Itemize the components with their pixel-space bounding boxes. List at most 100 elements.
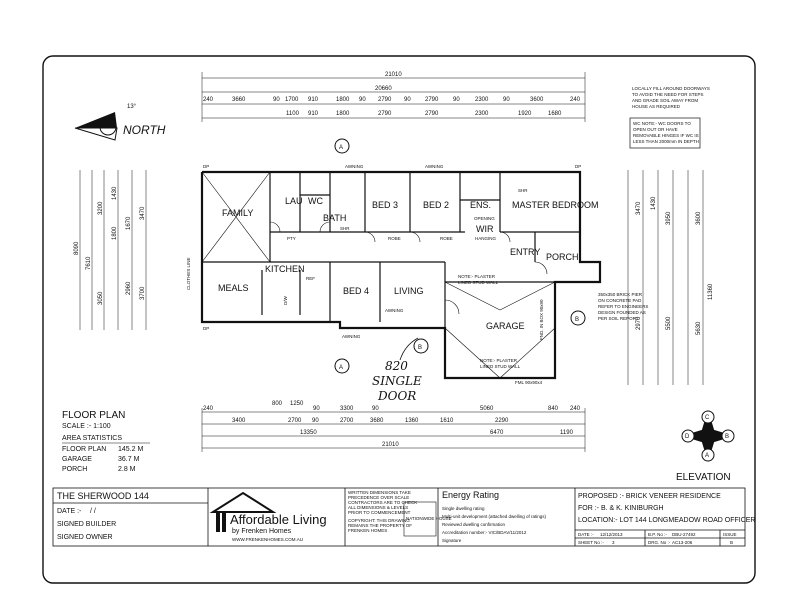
dim: 3700 [140, 286, 146, 300]
hanging-label: HANGING [475, 236, 497, 241]
north-arrow: NORTH 13° [74, 104, 166, 141]
title-block-right: PROPOSED :- BRICK VENEER RESIDENCE FOR :… [578, 493, 756, 545]
brand-logo: Affordable Living by Frenken Homes WWW.F… [209, 491, 327, 542]
awning-label: AWNING [345, 164, 364, 169]
dim: 3300 [340, 406, 354, 412]
section-b-right: B [575, 317, 579, 323]
date-value: / / [90, 508, 96, 515]
dim: 3200 [98, 201, 104, 215]
dp-label: DP [203, 164, 209, 169]
copy-line: PRECEDENCE OVER SCALE [348, 495, 409, 500]
dim: 2790 [425, 111, 439, 117]
proposed: PROPOSED :- BRICK VENEER RESIDENCE [578, 493, 721, 500]
title-block-left: THE SHERWOOD 144 DATE :- / / SIGNED BUIL… [57, 491, 149, 541]
note-line: HOUSE AS REQUIRED [632, 104, 681, 109]
north-arrow-icon [75, 112, 117, 128]
dim: 240 [570, 406, 581, 412]
area-row-name: GARAGE [62, 456, 92, 463]
copy-line: ALL DIMENSIONS & LEVELS [348, 505, 408, 510]
dp-label: DP [203, 326, 209, 331]
dim: 1700 [285, 97, 299, 103]
signed-builder: SIGNED BUILDER [57, 521, 116, 528]
copy-line: FRENKEN HOMES [348, 528, 387, 533]
dim: 90 [312, 418, 319, 424]
bottom-dim-row2: 800 1250 90 2700 3680 1610 2290 840 [272, 401, 559, 424]
dim: 1670 [126, 216, 132, 230]
dp-label: DP [575, 164, 581, 169]
fml-label: FML 90x90x4 [515, 380, 543, 385]
area-row-value: 145.2 M [118, 446, 143, 453]
top-dim-row1: 240 3660 90 1700 910 1800 90 2790 90 279… [203, 97, 581, 103]
dim: 910 [308, 111, 319, 117]
dim: 2790 [378, 97, 392, 103]
door-swings [201, 171, 556, 379]
ref-label: REF [306, 276, 315, 281]
dim: 1800 [336, 111, 350, 117]
room-bed2: BED 2 [423, 200, 449, 210]
dim: 2300 [475, 97, 489, 103]
elev-a: A [705, 453, 709, 459]
dim: 1800 [112, 226, 118, 240]
section-a-bottom: A [339, 365, 343, 371]
opening-label: OPENING [474, 216, 495, 221]
dim: 800 [272, 401, 283, 407]
dim-top-total: 21010 [385, 72, 402, 78]
copyright-note: WRITTEN DIMENSIONS TAKE PRECEDENCE OVER … [348, 490, 417, 533]
date-label: DATE :- [57, 508, 82, 515]
floor-plan-title: FLOOR PLAN [62, 410, 125, 421]
dim: 2700 [340, 418, 354, 424]
energy-row: Single dwelling rating [442, 506, 485, 511]
garage-note-top: NOTE:- PLASTER [458, 274, 496, 279]
dim: 3600 [696, 211, 702, 225]
brand-website: WWW.FRENKENHOMES.COM.AU [232, 537, 303, 542]
bottom-dim-row1: 240 3400 2700 90 3300 90 1360 5060 240 [203, 406, 581, 424]
dim: 240 [570, 97, 581, 103]
dim: 7610 [86, 256, 92, 270]
copy-line: PRIOR TO COMMENCEMENT [348, 510, 411, 515]
garage-note-bottom: NOTE:- PLASTER [480, 358, 518, 363]
left-dimensions [79, 170, 147, 330]
issue-label: ISSUE [723, 532, 737, 537]
dim: 90 [404, 97, 411, 103]
dim: 1430 [651, 196, 657, 210]
location: LOCATION:- LOT 144 LONGMEADOW ROAD OFFIC… [578, 517, 756, 524]
dim: 2960 [126, 281, 132, 295]
top-dim-row2: 1100 910 1800 2790 2790 2300 1920 1680 [286, 111, 562, 117]
area-row-name: FLOOR PLAN [62, 446, 106, 453]
right-dim-labels: 3470 3950 3600 11360 5500 5630 2970 1430 [636, 196, 714, 335]
dim: 90 [313, 406, 320, 412]
room-living: LIVING [394, 286, 424, 296]
dim: 5060 [480, 406, 494, 412]
copy-line: CONTRACTORS ARE TO CHECK [348, 500, 417, 505]
elev-d: D [685, 434, 690, 440]
bottom-dimensions [201, 408, 586, 452]
shr-label: SHR [518, 188, 528, 193]
copy-line: REMAINS THE PROPERTY OF [348, 523, 412, 528]
dim: 90 [273, 97, 280, 103]
dim: 2300 [475, 111, 489, 117]
energy-rating-block: NATIONWIDE HOUSE Energy Rating Single dw… [403, 490, 547, 543]
section-markers: A A B B [334, 138, 586, 374]
dim: 3660 [232, 97, 246, 103]
wc-note-box: WC NOTE:- WC DOORS TO OPEN OUT OR HAVE R… [629, 117, 701, 149]
dim-bottom-sub3: 1190 [560, 430, 574, 436]
note-line: LOCALLY FILL AROUND DOORWAYS [632, 86, 710, 91]
date2-value: 12/12/2013 [600, 532, 623, 537]
room-wir: WIR [476, 224, 494, 234]
dim: 3470 [140, 206, 146, 220]
energy-row: Reviewed dwelling confirmation [442, 522, 506, 527]
dim: 90 [372, 406, 379, 412]
area-row-name: PORCH [62, 466, 87, 473]
floor-plan-scale: SCALE :- 1:100 [62, 423, 111, 430]
wc-note-line: REMOVABLE HINGES IF WC IS [633, 133, 699, 138]
handwritten-single: SINGLE [372, 374, 422, 388]
left-dim-labels: 8090 7610 3050 3200 1430 1800 1670 2960 … [74, 186, 146, 305]
section-b-left: B [418, 345, 422, 351]
floor-plan-info: FLOOR PLAN SCALE :- 1:100 AREA STATISTIC… [62, 410, 150, 473]
dim: 3050 [98, 291, 104, 305]
room-family: FAMILY [222, 208, 253, 218]
pier-note: REFER TO ENGINEERS [598, 304, 648, 309]
elevation-compass: C B D A ELEVATION [676, 410, 735, 483]
pier-note: 350x350 BRICK PIER [598, 292, 643, 297]
energy-row: Signature [442, 538, 462, 543]
